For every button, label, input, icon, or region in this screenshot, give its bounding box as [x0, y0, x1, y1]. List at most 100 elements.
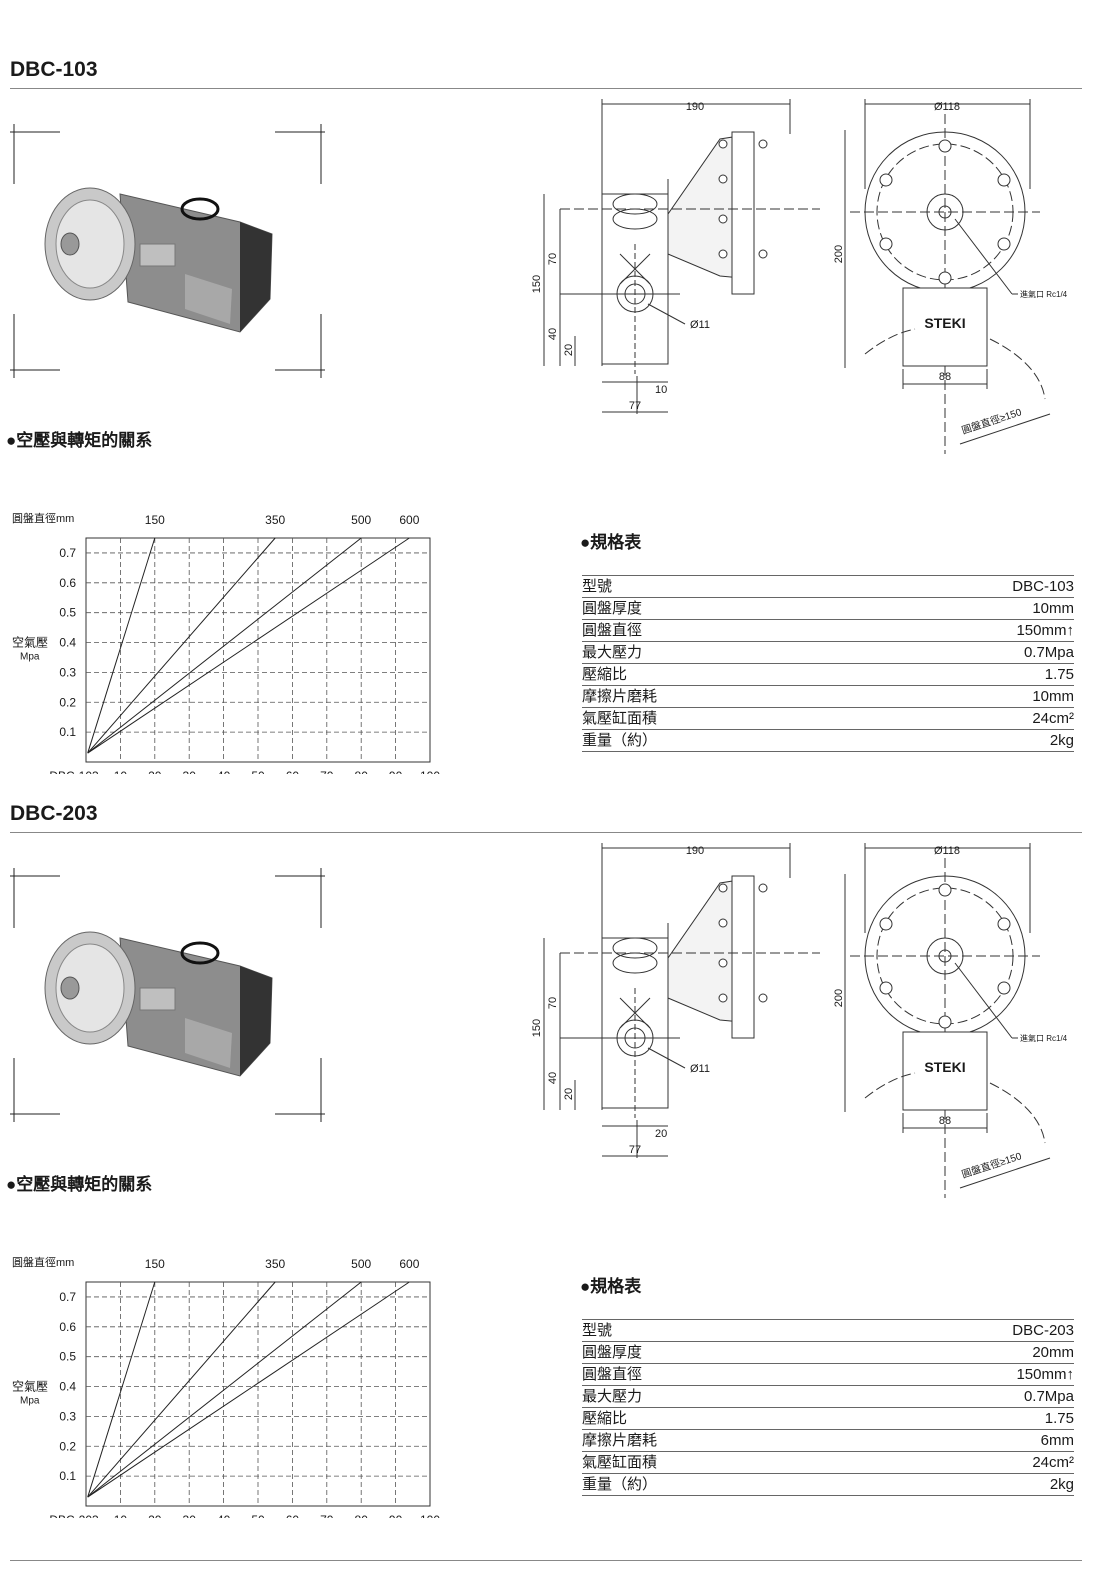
spec-label: 重量（約）	[582, 732, 658, 749]
x-tick-label: 20	[148, 1513, 162, 1518]
dim-200: 200	[833, 989, 845, 1007]
y-tick-label: 0.5	[59, 606, 76, 620]
series-label: 350	[265, 1257, 285, 1271]
spec-value: 150mm↑	[1016, 1366, 1074, 1383]
spec-row: 摩擦片磨耗 6mm	[582, 1430, 1074, 1452]
spec-label: 圓盤直徑	[582, 1366, 643, 1383]
x-tick-label: 30	[183, 1513, 197, 1518]
x-tick-label: 100	[420, 769, 440, 774]
y-tick-label: 0.2	[59, 695, 76, 709]
spec-label: 圓盤厚度	[582, 600, 643, 617]
series-label: 150	[145, 513, 165, 527]
x-tick-label: 50	[251, 769, 265, 774]
spec-value: 150mm↑	[1016, 622, 1074, 639]
top-axis-label: 圓盤直徑mm	[12, 1255, 74, 1269]
y-axis-unit: Mpa	[20, 652, 40, 663]
dim-dia-118: Ø118	[934, 845, 960, 857]
series-label: 600	[399, 1257, 419, 1271]
spec-value: 10mm	[1032, 688, 1074, 705]
air-inlet-label: 進氣口 Rc1/4	[1020, 289, 1068, 299]
y-tick-label: 0.7	[59, 1290, 76, 1304]
x-tick-label: 60	[286, 1513, 300, 1518]
series-line	[87, 1281, 156, 1498]
spec-label: 氣壓缸面積	[582, 1454, 658, 1471]
dim-77: 77	[629, 1144, 641, 1156]
x-tick-label: 20	[148, 769, 162, 774]
series-line	[87, 1281, 276, 1498]
spec-row: 最大壓力 0.7Mpa	[582, 1386, 1074, 1408]
title-divider	[10, 832, 1082, 833]
spec-value: 10mm	[1032, 600, 1074, 617]
dim-bottom-small: 20	[655, 1128, 667, 1140]
y-tick-label: 0.4	[59, 1380, 76, 1394]
spec-value: 24cm²	[1032, 710, 1074, 727]
spec-label: 型號	[582, 1322, 613, 1339]
dim-150: 150	[531, 1019, 543, 1037]
y-axis-label: 空氣壓	[12, 1380, 48, 1394]
relation-heading: ●空壓與轉矩的關系	[6, 431, 153, 450]
spec-value: 0.7Mpa	[1023, 644, 1074, 661]
spec-row: 重量（約）2kg	[582, 730, 1074, 752]
spec-value: 6mm	[1040, 1432, 1074, 1449]
dimension-drawing: 190 Ø118 150 70 40 20 200 Ø11 20 77 88 進…	[531, 843, 1068, 1198]
x-tick-label: 40	[217, 1513, 231, 1518]
page-bottom-divider	[10, 1560, 1082, 1561]
spec-value: DBC-203	[1012, 1322, 1074, 1339]
spec-row: 圓盤厚度 10mm	[582, 598, 1074, 620]
series-label: 600	[399, 513, 419, 527]
spec-heading: ●規格表	[580, 1277, 642, 1296]
x-tick-label: 30	[183, 769, 197, 774]
series-line	[87, 537, 362, 754]
product-photo	[10, 868, 325, 1122]
spec-label: 最大壓力	[582, 1388, 643, 1405]
dim-40: 40	[547, 1072, 559, 1084]
x-tick-label: 90	[389, 769, 403, 774]
x-tick-label: 100	[420, 1513, 440, 1518]
dim-200: 200	[833, 245, 845, 263]
spec-label: 摩擦片磨耗	[582, 1432, 658, 1449]
x-tick-label: 50	[251, 1513, 265, 1518]
y-tick-label: 0.2	[59, 1439, 76, 1453]
model-title: DBC-203	[10, 802, 98, 825]
spec-value: 2kg	[1049, 1476, 1074, 1493]
spec-heading: ●規格表	[580, 533, 642, 552]
title-divider	[10, 88, 1082, 89]
dim-88: 88	[939, 1115, 951, 1127]
y-tick-label: 0.5	[59, 1350, 76, 1364]
dim-hole-11: Ø11	[690, 319, 710, 331]
x-tick-label: 60	[286, 769, 300, 774]
spec-value: 20mm	[1032, 1344, 1074, 1361]
dim-190: 190	[686, 101, 704, 113]
series-label: 500	[351, 513, 371, 527]
dim-20: 20	[563, 1088, 575, 1100]
dim-150: 150	[531, 275, 543, 293]
x-tick-label: 80	[355, 1513, 369, 1518]
spec-value: 1.75	[1044, 1410, 1074, 1427]
dim-bottom-small: 10	[655, 384, 667, 396]
spec-row: 型號 DBC-203	[582, 1319, 1074, 1342]
air-inlet-label: 進氣口 Rc1/4	[1020, 1033, 1068, 1043]
product-section-dbc-103: DBC-103 ●空壓與轉矩的關系 1020304050607080901000…	[0, 54, 1094, 796]
spec-value: 0.7Mpa	[1023, 1388, 1074, 1405]
series-line	[87, 1281, 410, 1498]
series-label: 500	[351, 1257, 371, 1271]
product-photo	[10, 124, 325, 378]
dim-190: 190	[686, 845, 704, 857]
dim-dia-118: Ø118	[934, 101, 960, 113]
y-axis-unit: Mpa	[20, 1396, 40, 1407]
spec-label: 壓縮比	[582, 666, 628, 683]
y-tick-label: 0.3	[59, 665, 76, 679]
spec-label: 壓縮比	[582, 1410, 628, 1427]
y-tick-label: 0.6	[59, 576, 76, 590]
dim-70: 70	[547, 997, 559, 1009]
spec-row: 圓盤直徑 150mm↑	[582, 1364, 1074, 1386]
pressure-torque-chart: 1020304050607080901000.10.20.30.40.50.60…	[12, 511, 440, 774]
y-tick-label: 0.3	[59, 1409, 76, 1423]
